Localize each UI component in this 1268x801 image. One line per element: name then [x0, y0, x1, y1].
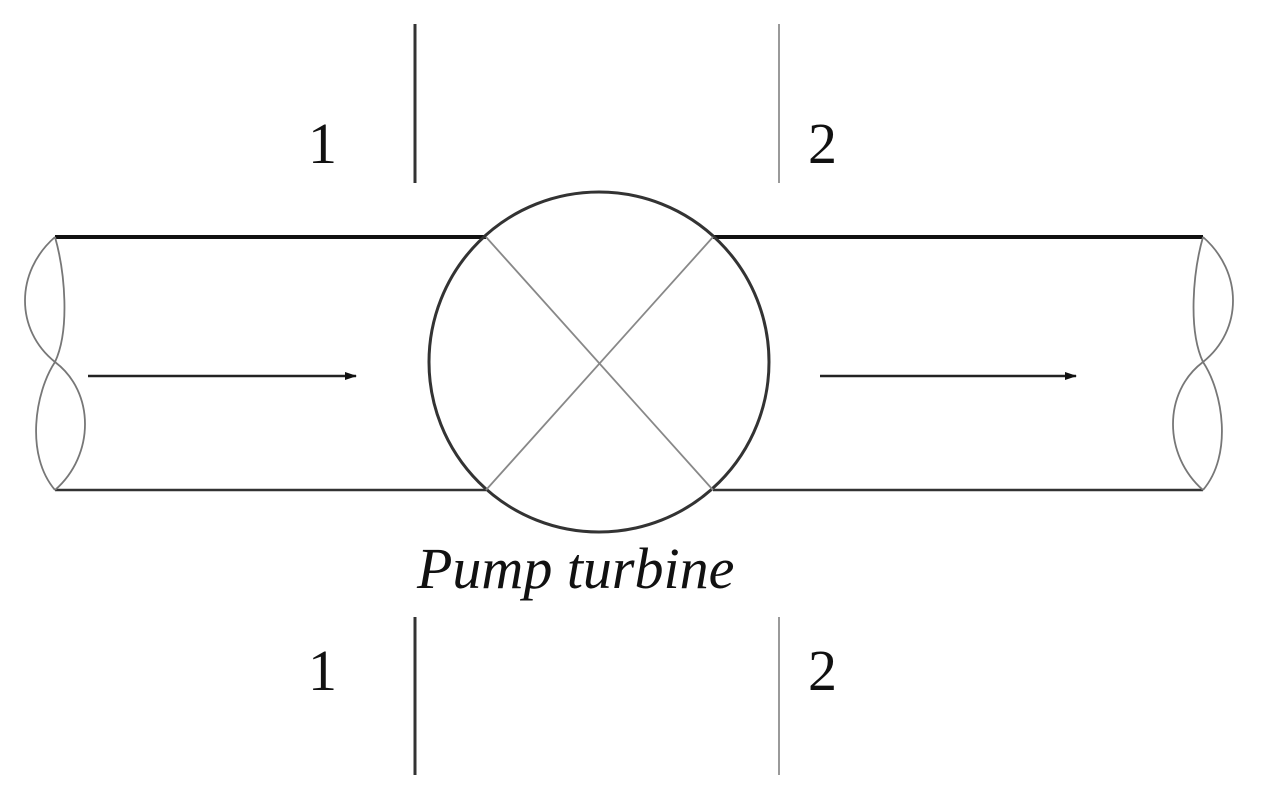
pump-turbine-cross-2 [485, 236, 714, 491]
pump-turbine-label: Pump turbine [416, 536, 734, 601]
section-1-label-bottom: 1 [308, 638, 337, 703]
pipe-break-right-inner [1192, 236, 1223, 491]
section-2-label-top: 2 [808, 111, 837, 176]
pipe-break-left-inner [35, 236, 66, 491]
section-1-label-top: 1 [308, 111, 337, 176]
pump-turbine-circle [427, 190, 771, 534]
section-2-label-bottom: 2 [808, 638, 837, 703]
